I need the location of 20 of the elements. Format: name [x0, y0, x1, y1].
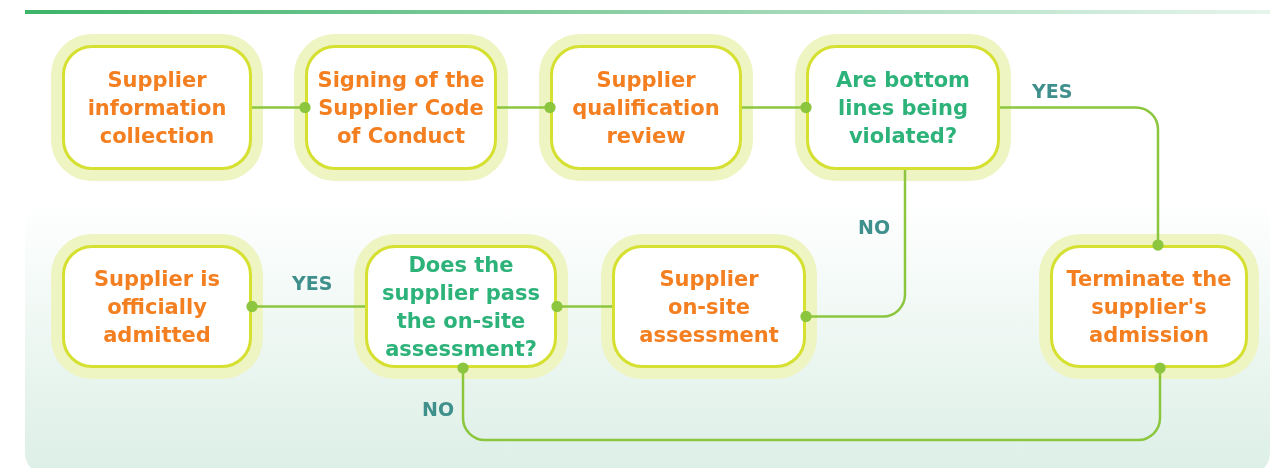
- step-label: Supplier information collection: [86, 66, 228, 150]
- edge-label: NO: [422, 398, 455, 420]
- connector: [246, 300, 365, 313]
- edge-label: YES: [292, 272, 333, 294]
- connector: [742, 101, 812, 114]
- connector: [252, 101, 311, 114]
- connector: [800, 170, 907, 323]
- step-label: Signing of the Supplier Code of Conduct: [316, 66, 486, 150]
- decision-question: Does the supplier pass the on-site assessment?: [381, 251, 541, 363]
- step-label: Supplier is officially admitted: [92, 265, 222, 349]
- edge-label: YES: [1032, 80, 1073, 102]
- connector: [1000, 106, 1164, 251]
- decision-question: Are bottom lines being violated?: [835, 66, 971, 150]
- step-label: Terminate the supplier's admission: [1065, 265, 1233, 349]
- connector: [457, 362, 1166, 442]
- connector: [551, 300, 612, 313]
- edge-label: NO: [858, 216, 891, 238]
- step-label: Supplier on-site assessment: [638, 265, 780, 349]
- connector: [497, 101, 556, 114]
- step-label: Supplier qualification review: [571, 66, 721, 150]
